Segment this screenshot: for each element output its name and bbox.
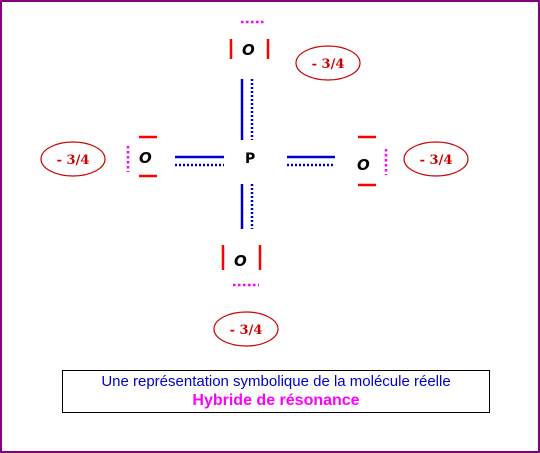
oxygen-right-group: O <box>357 135 388 187</box>
charge-badge-top: - 3/4 <box>295 45 361 81</box>
charge-badge-right: - 3/4 <box>403 141 469 177</box>
charge-label-left: - 3/4 <box>57 153 90 168</box>
atom-oxygen-left: O <box>139 149 152 167</box>
oxygen-bottom-group: O <box>221 245 262 287</box>
charge-label-top: - 3/4 <box>312 57 345 72</box>
atom-phosphorus: P <box>245 151 255 167</box>
caption-description: Une représentation symbolique de la molé… <box>101 373 451 390</box>
charge-label-right: - 3/4 <box>420 153 453 168</box>
caption-title: Hybride de résonance <box>192 392 360 409</box>
atom-oxygen-bottom: O <box>234 252 247 270</box>
atom-oxygen-right: O <box>357 156 370 174</box>
charge-badge-left: - 3/4 <box>40 141 106 177</box>
charge-badge-bottom: - 3/4 <box>213 311 279 347</box>
atom-oxygen-top: O <box>242 41 255 59</box>
caption-box: Une représentation symbolique de la molé… <box>62 370 490 413</box>
charge-label-bottom: - 3/4 <box>230 323 263 338</box>
oxygen-left-group: O <box>126 135 157 178</box>
oxygen-top-group: O <box>229 20 270 59</box>
